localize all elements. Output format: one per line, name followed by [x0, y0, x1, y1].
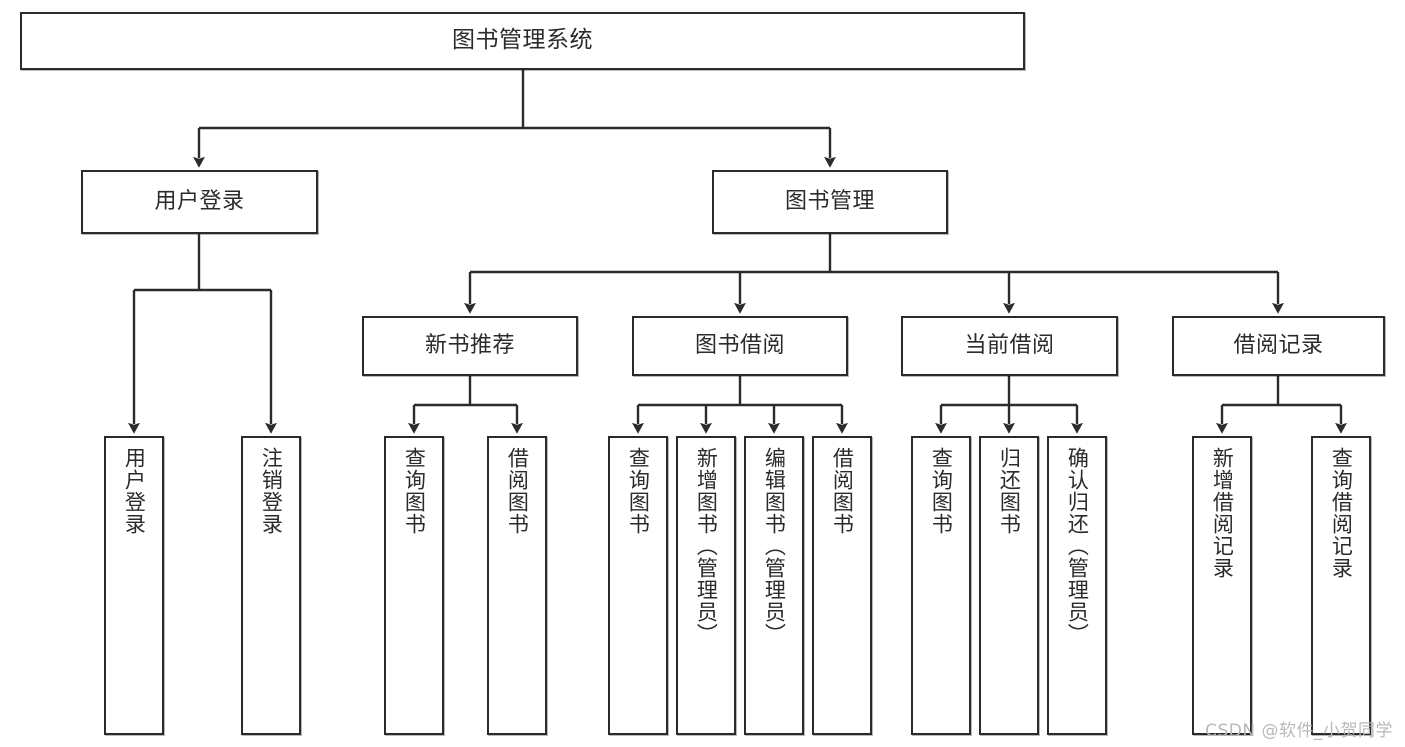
node-root-label: 图书管理系统: [452, 27, 593, 54]
node-current-borrow[interactable]: 当前借阅: [901, 316, 1118, 376]
node-book-borrow[interactable]: 图书借阅: [632, 316, 848, 376]
node-leaf-borrow-add[interactable]: 新增图书（管理员）: [676, 436, 736, 735]
node-leaf-user-logout-label: 注销登录: [259, 447, 284, 535]
node-leaf-rec-borrow[interactable]: 借阅图书: [487, 436, 547, 735]
node-leaf-cur-query-label: 查询图书: [929, 447, 954, 535]
node-leaf-user-logout[interactable]: 注销登录: [241, 436, 301, 735]
node-leaf-rec-borrow-label: 借阅图书: [505, 447, 530, 535]
node-leaf-borrow-query[interactable]: 查询图书: [608, 436, 668, 735]
node-leaf-borrow-add-label: 新增图书（管理员）: [694, 447, 719, 645]
node-leaf-cur-query[interactable]: 查询图书: [911, 436, 971, 735]
node-book-manage[interactable]: 图书管理: [712, 170, 948, 234]
node-user-login[interactable]: 用户登录: [81, 170, 318, 234]
node-leaf-borrow-borrow[interactable]: 借阅图书: [812, 436, 872, 735]
node-leaf-rec-add[interactable]: 新增借阅记录: [1192, 436, 1252, 735]
node-current-borrow-label: 当前借阅: [964, 332, 1055, 358]
node-new-book-rec[interactable]: 新书推荐: [362, 316, 578, 376]
node-borrow-record-label: 借阅记录: [1233, 332, 1324, 358]
node-root[interactable]: 图书管理系统: [20, 12, 1025, 70]
node-leaf-user-login[interactable]: 用户登录: [104, 436, 164, 735]
node-book-borrow-label: 图书借阅: [694, 332, 785, 358]
node-leaf-rec-query[interactable]: 查询图书: [384, 436, 444, 735]
node-leaf-cur-return[interactable]: 归还图书: [979, 436, 1039, 735]
node-leaf-cur-return-label: 归还图书: [997, 447, 1022, 535]
node-user-login-label: 用户登录: [154, 188, 245, 214]
node-leaf-rec-add-label: 新增借阅记录: [1210, 447, 1235, 579]
node-borrow-record[interactable]: 借阅记录: [1172, 316, 1385, 376]
node-leaf-rec-query-label: 查询图书: [402, 447, 427, 535]
node-leaf-borrow-edit-label: 编辑图书（管理员）: [762, 447, 787, 645]
node-leaf-rec-search-label: 查询借阅记录: [1329, 447, 1354, 579]
node-leaf-rec-search[interactable]: 查询借阅记录: [1311, 436, 1371, 735]
watermark-text: CSDN @软件_小贺同学: [1205, 721, 1393, 741]
node-leaf-cur-confirm-label: 确认归还（管理员）: [1065, 447, 1090, 645]
node-leaf-user-login-label: 用户登录: [122, 447, 147, 535]
node-leaf-borrow-borrow-label: 借阅图书: [830, 447, 855, 535]
node-book-manage-label: 图书管理: [784, 188, 875, 214]
node-leaf-cur-confirm[interactable]: 确认归还（管理员）: [1047, 436, 1107, 735]
node-new-book-rec-label: 新书推荐: [424, 332, 515, 358]
node-leaf-borrow-query-label: 查询图书: [626, 447, 651, 535]
node-leaf-borrow-edit[interactable]: 编辑图书（管理员）: [744, 436, 804, 735]
